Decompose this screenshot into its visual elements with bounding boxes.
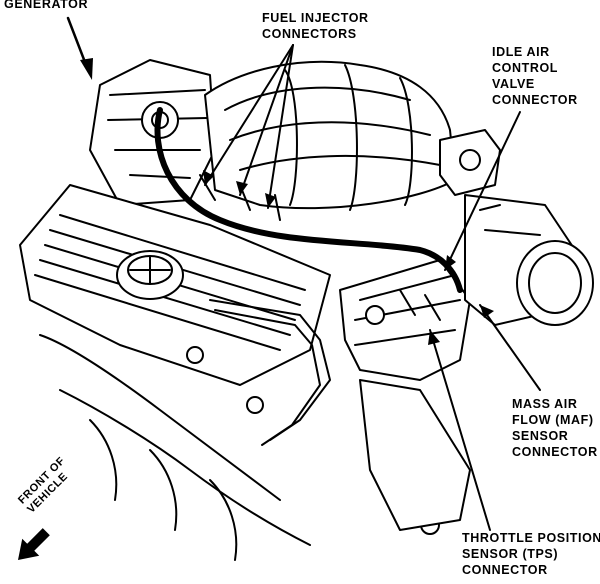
- engine-drawing: [19, 59, 594, 561]
- generator-arrow-head: [80, 58, 93, 80]
- fuel-injector-arrow-head-3: [265, 193, 276, 208]
- valve-cover: [19, 184, 331, 386]
- fuel-injector-connectors-label: FUEL INJECTOR CONNECTORS: [262, 11, 369, 41]
- idle-air-control-valve-connector-label: IDLE AIR CONTROL VALVE CONNECTOR: [492, 45, 578, 107]
- maf-arrow-head: [480, 305, 494, 318]
- intake-manifold: [204, 60, 456, 211]
- mass-air-flow-sensor-connector-label: MASS AIR FLOW (MAF) SENSOR CONNECTOR: [512, 397, 598, 459]
- fuel-injector-arrow-head-1: [203, 170, 214, 185]
- wiring-harness: [154, 107, 463, 321]
- front-arrow: [18, 528, 50, 560]
- callout-lines: [66, 16, 541, 531]
- iac-valve: [439, 129, 501, 196]
- fuel-lines: [209, 299, 331, 446]
- tps-arrow-head: [428, 330, 440, 345]
- generator: [89, 59, 216, 206]
- maf-sensor: [464, 194, 594, 326]
- throttle-position-sensor-connector-label: THROTTLE POSITION SENSOR (TPS) CONNECTOR: [462, 531, 600, 577]
- iac-arrow-head: [445, 255, 456, 270]
- throttle-body: [339, 259, 471, 531]
- generator-label: GENERATOR: [4, 0, 89, 11]
- fuel-injector-arrow-head-2: [236, 181, 248, 195]
